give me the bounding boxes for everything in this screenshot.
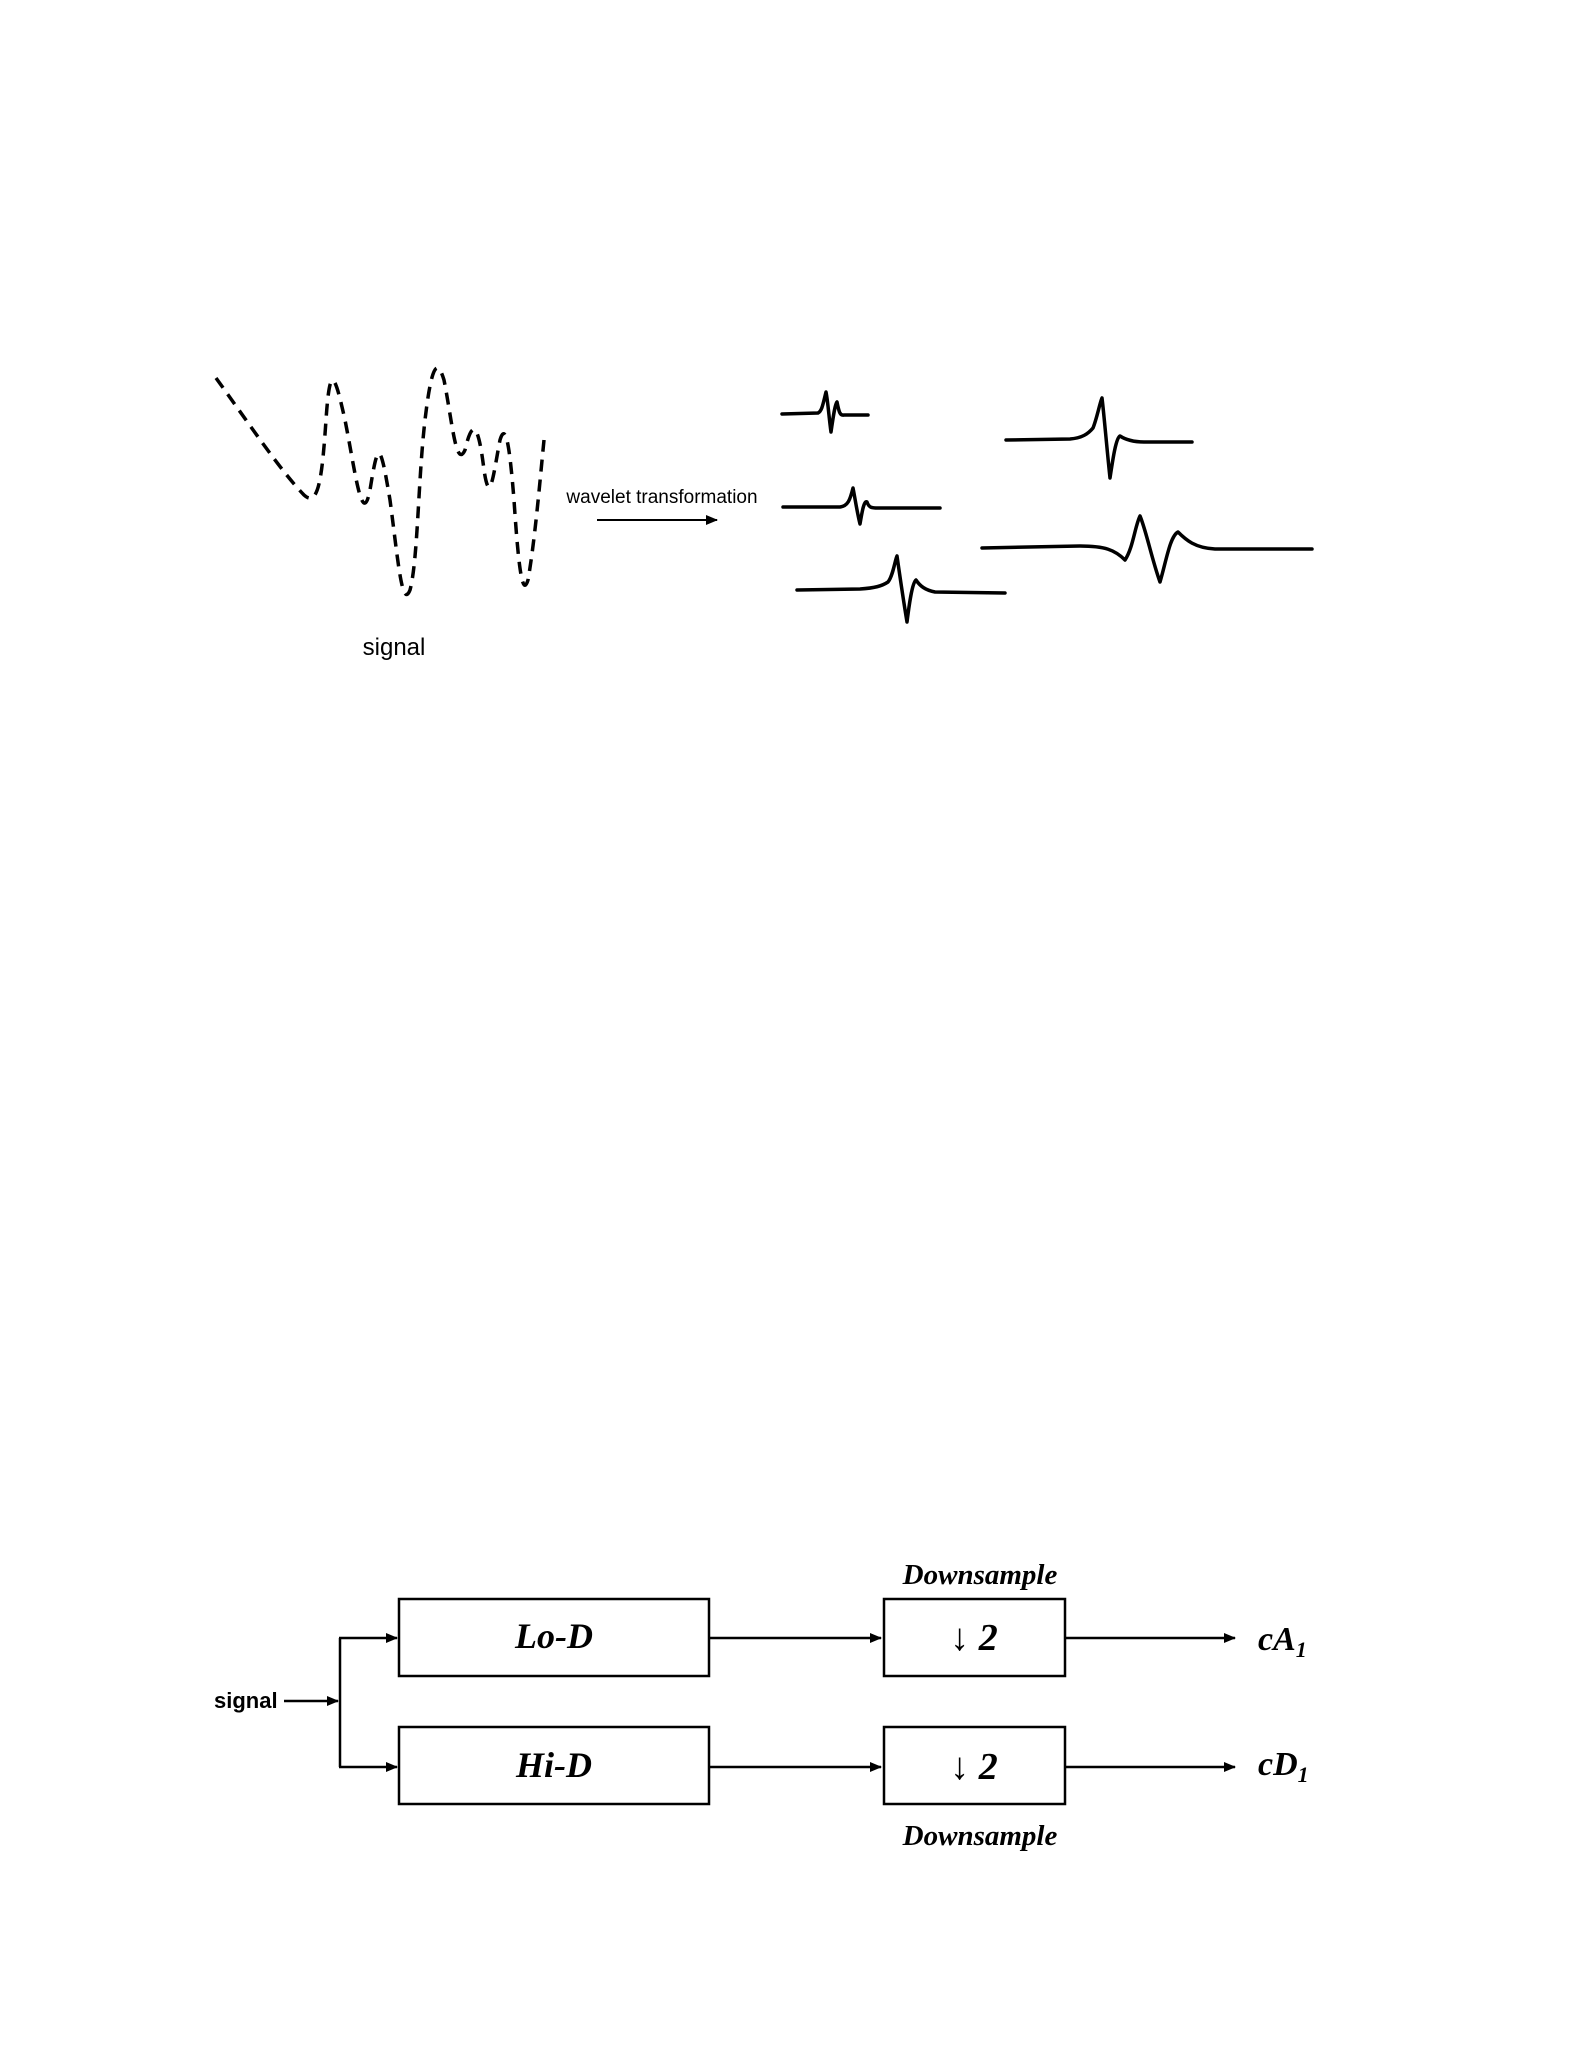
downsample-top-symbol: ↓ 2 — [950, 1617, 998, 1659]
approx-coefficients-label: cA1 — [1258, 1621, 1307, 1662]
wavelet-3 — [795, 554, 1007, 624]
highpass-filter-box — [397, 1725, 711, 1806]
downsample-bottom-label: Downsample — [902, 1820, 1058, 1852]
detail-coefficients-label: cD1 — [1258, 1746, 1309, 1787]
lowpass-filter-label: Lo-D — [514, 1616, 593, 1656]
transform-label: wavelet transformation — [565, 487, 757, 508]
wavelet-2 — [781, 486, 942, 526]
downsample-bottom-box — [882, 1725, 1067, 1806]
filter-bank-diagram: signal Lo-D Hi-D Downsample ↓ 2 ↓ 2 Down… — [214, 1559, 1309, 1852]
signal-waveform — [214, 366, 546, 597]
highpass-filter-label: Hi-D — [515, 1745, 592, 1785]
input-signal-label: signal — [214, 1688, 278, 1713]
wavelet-5 — [980, 514, 1314, 584]
signal-label: signal — [363, 634, 426, 661]
downsample-bottom-symbol: ↓ 2 — [950, 1746, 998, 1788]
wavelet-4 — [1004, 396, 1194, 480]
downsample-top-label: Downsample — [902, 1559, 1058, 1591]
wavelet-figure: signal wavelet transformation — [214, 366, 1314, 661]
wavelet-1 — [780, 390, 870, 434]
